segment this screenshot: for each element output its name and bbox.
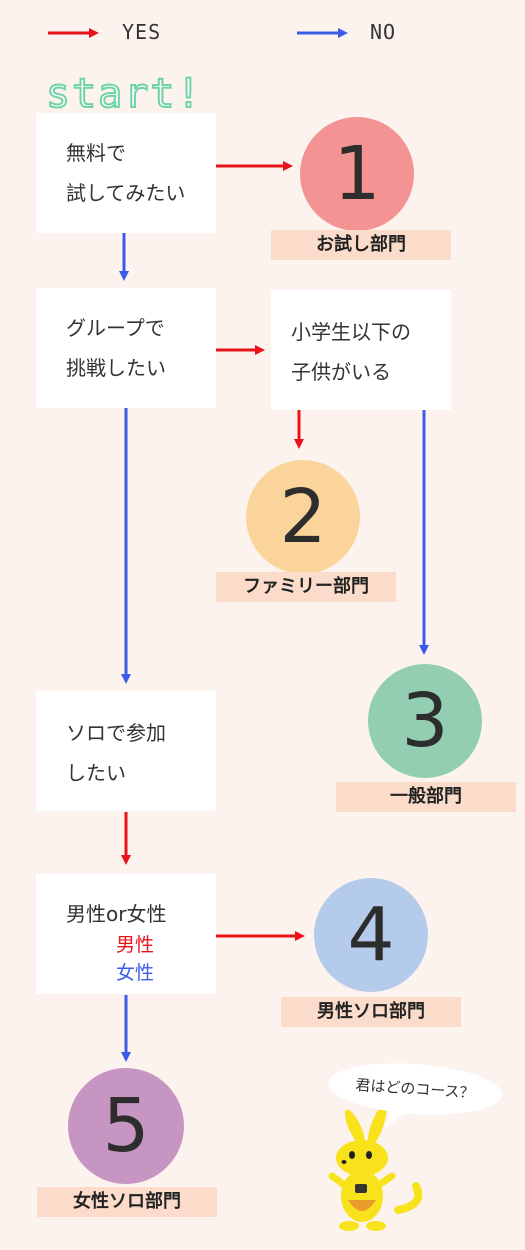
question-trial: 無料で 試してみたい bbox=[36, 113, 216, 233]
question-group-line-2: 挑戦したい bbox=[66, 356, 166, 380]
result-circle-4: 4 bbox=[314, 878, 428, 992]
question-kids: 小学生以下の 子供がいる bbox=[271, 290, 451, 410]
kangaroo-mascot-icon bbox=[328, 1105, 423, 1231]
result-label-3: 一般部門 bbox=[336, 782, 516, 812]
question-gender: 男性or女性 bbox=[36, 874, 216, 994]
question-group: グループで 挑戦したい bbox=[36, 288, 216, 408]
question-solo-line-1: ソロで参加 bbox=[66, 721, 166, 745]
result-circle-5: 5 bbox=[68, 1068, 184, 1184]
question-solo-line-2: したい bbox=[66, 761, 126, 785]
result-label-5: 女性ソロ部門 bbox=[37, 1187, 217, 1217]
result-label-4: 男性ソロ部門 bbox=[281, 997, 461, 1027]
legend-no-label: NO bbox=[370, 20, 397, 44]
question-solo: ソロで参加 したい bbox=[36, 691, 216, 811]
result-circle-3: 3 bbox=[368, 664, 482, 778]
question-kids-line-2: 子供がいる bbox=[291, 360, 391, 384]
gender-female-label: 女性 bbox=[116, 962, 155, 984]
question-kids-line-1: 小学生以下の bbox=[291, 320, 411, 344]
legend-yes-label: YES bbox=[122, 20, 162, 44]
gender-male-label: 男性 bbox=[116, 934, 155, 956]
result-circle-1: 1 bbox=[300, 117, 414, 231]
result-label-1: お試し部門 bbox=[271, 230, 451, 260]
start-label: start! bbox=[45, 71, 203, 117]
result-label-2: ファミリー部門 bbox=[216, 572, 396, 602]
question-trial-line-1: 無料で bbox=[66, 141, 126, 165]
question-gender-title: 男性or女性 bbox=[66, 902, 167, 926]
question-group-line-1: グループで bbox=[66, 316, 165, 340]
result-circle-2: 2 bbox=[246, 460, 360, 574]
question-trial-line-2: 試してみたい bbox=[66, 181, 186, 205]
